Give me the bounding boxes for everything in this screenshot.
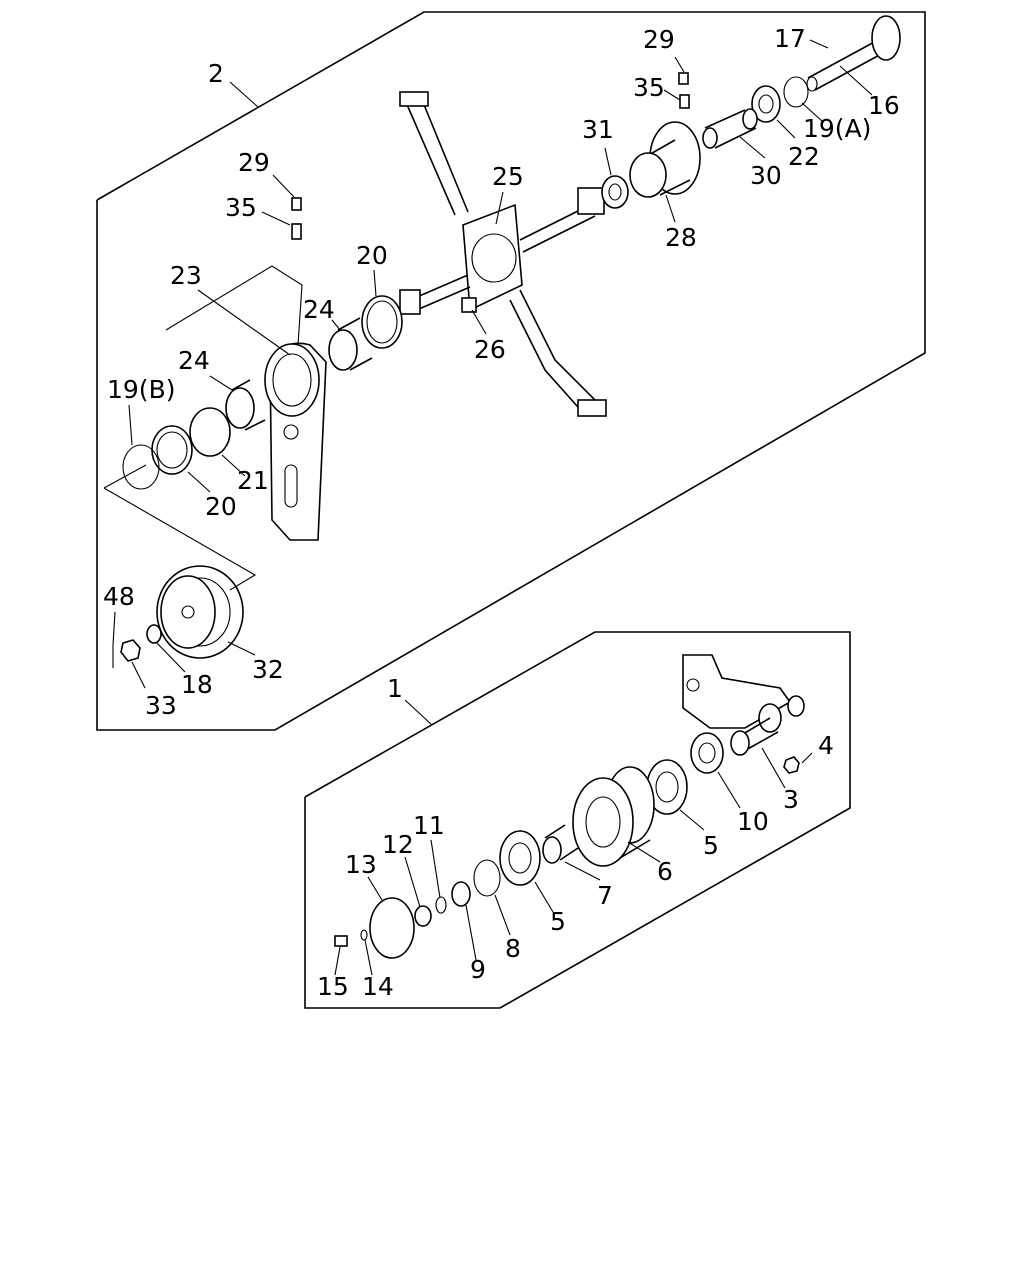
callout-19a: 19(A)	[803, 114, 871, 143]
callout-32: 32	[252, 655, 284, 684]
callout-2: 2	[208, 59, 224, 88]
callout-10: 10	[737, 807, 769, 836]
callout-5-right: 5	[703, 831, 719, 860]
callout-24-lower: 24	[178, 346, 210, 375]
assembly-1-outline	[304, 631, 851, 1009]
callout-16: 16	[868, 91, 900, 120]
callout-24-upper: 24	[303, 295, 335, 324]
callout-19b: 19(B)	[107, 375, 175, 404]
callout-26: 26	[474, 335, 506, 364]
callout-35-right: 35	[633, 73, 665, 102]
callout-labels: 2 17 16 19(A) 22 30 29 35 31 28 25 29 35…	[103, 24, 900, 1001]
callout-48: 48	[103, 582, 135, 611]
callout-33: 33	[145, 691, 177, 720]
callout-20-lower: 20	[205, 492, 237, 521]
callout-5-left: 5	[550, 907, 566, 936]
callout-29-left: 29	[238, 148, 270, 177]
callout-9: 9	[470, 955, 486, 984]
callout-12: 12	[382, 830, 414, 859]
callout-6: 6	[657, 857, 673, 886]
pulley-internals	[334, 732, 724, 959]
hub-and-bearing	[601, 72, 701, 209]
callout-3: 3	[783, 785, 799, 814]
callout-23: 23	[170, 261, 202, 290]
callout-28: 28	[665, 223, 697, 252]
callout-21: 21	[237, 466, 269, 495]
callout-18: 18	[181, 670, 213, 699]
callout-14: 14	[362, 972, 394, 1001]
leader-lines-assembly-2	[103, 39, 873, 689]
leader-lines-assembly-1	[334, 699, 813, 976]
callout-30: 30	[750, 161, 782, 190]
callout-13: 13	[345, 850, 377, 879]
callout-15: 15	[317, 972, 349, 1001]
callout-8: 8	[505, 934, 521, 963]
idler-pulley	[112, 565, 244, 668]
tension-arm	[264, 342, 327, 541]
spindle-shaft	[806, 15, 901, 92]
callout-11: 11	[413, 811, 445, 840]
mounting-bracket	[399, 91, 607, 417]
assembly-2-outline	[96, 11, 926, 731]
callout-25: 25	[492, 162, 524, 191]
callout-7: 7	[597, 881, 613, 910]
arm-components	[122, 197, 477, 490]
callout-20-upper: 20	[356, 241, 388, 270]
callout-31: 31	[582, 115, 614, 144]
callout-22: 22	[788, 142, 820, 171]
callout-17: 17	[774, 24, 806, 53]
shaft-components	[702, 76, 809, 149]
pulley-bracket	[682, 654, 805, 774]
callout-1: 1	[387, 674, 403, 703]
callout-35-left: 35	[225, 193, 257, 222]
callout-4: 4	[818, 731, 834, 760]
callout-29-right: 29	[643, 25, 675, 54]
